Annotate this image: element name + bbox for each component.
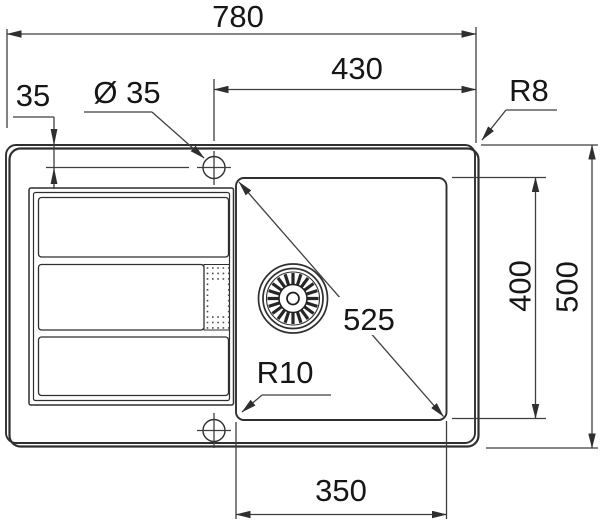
dim-overall-depth: 500 [481,144,598,449]
perforation-dots [206,267,230,329]
dim-bowl-front-back: 400 [452,176,546,420]
drainboard-slat [37,336,230,397]
leader-line [481,109,507,141]
drain-strainer [257,263,329,334]
sink-drop-shadow [8,147,480,448]
leader-line [241,394,263,413]
arrow-up [50,167,58,184]
callout-hole-diameter-label: Ø 35 [93,75,160,110]
strainer-center-hole [286,291,300,306]
drainboard-outer-edge [28,187,235,406]
dim-overall-width-label: 780 [212,0,264,34]
callout-bowl-corner-radius-label: R10 [257,355,314,390]
faucet-hole-top [197,151,231,185]
label-mask [333,297,405,335]
dim-bowl-front-back-label: 400 [503,260,538,312]
drainboard-slat [37,263,205,331]
dim-hole-offset-top-label: 35 [16,78,50,113]
callout-hole-diameter: Ø 35 [84,75,205,159]
bowl-outline [235,177,448,421]
dimension-annotations: 780 430 35 Ø 35 R8 [6,0,598,519]
sink-body [5,144,480,448]
perforation-strip [203,264,230,331]
callout-rim-corner-radius: R8 [481,73,557,141]
dim-bowl-diagonal: 525 [238,181,444,417]
drainboard-slat [37,196,230,258]
drainboard-inner-edge [32,191,231,402]
dim-overall-width: 780 [6,0,477,143]
dim-hole-offset-right-label: 430 [331,51,383,86]
dim-bowl-width: 350 [235,421,448,519]
callout-rim-corner-radius-label: R8 [509,73,549,108]
sink-outer-rim [5,144,476,444]
arrow-down [50,129,58,146]
dim-overall-depth-label: 500 [550,261,585,313]
dim-bowl-diagonal-label: 525 [343,302,395,337]
leader-line [151,111,205,159]
faucet-hole-bottom [197,413,231,448]
drainboard [28,187,235,406]
dim-hole-offset-right: 430 [213,51,477,141]
dim-bowl-width-label: 350 [315,473,367,508]
dim-hole-offset-top: 35 [13,78,189,189]
callout-bowl-corner-radius: R10 [241,355,331,413]
